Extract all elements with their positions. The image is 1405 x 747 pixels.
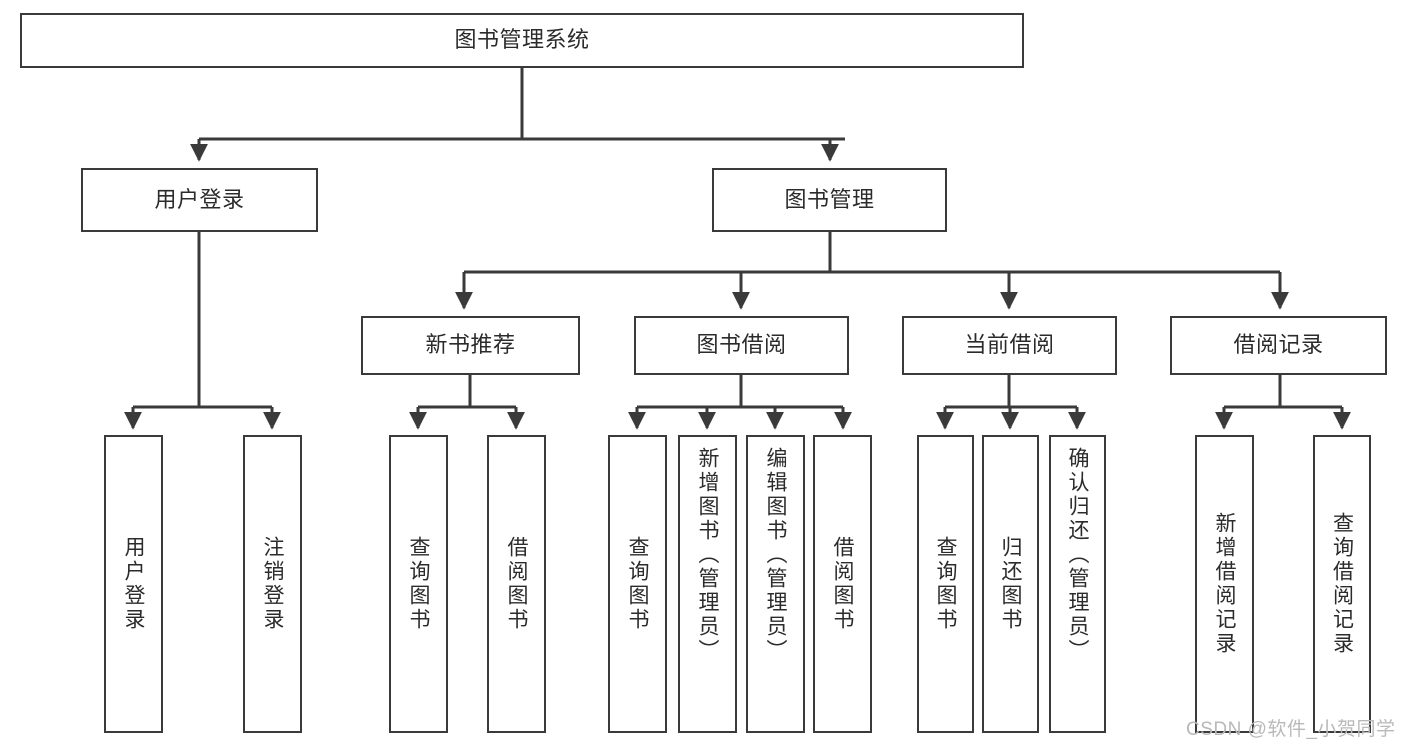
leaf-edit-book-admin[interactable]: 编辑图书（管理员） [746, 435, 805, 733]
node-label: 借阅图书 [831, 536, 854, 632]
node-root-system[interactable]: 图书管理系统 [20, 13, 1024, 68]
leaf-query-book-borrow[interactable]: 查询图书 [608, 435, 667, 733]
node-label: 新增图书（管理员） [696, 447, 719, 663]
node-user-login[interactable]: 用户登录 [81, 168, 318, 232]
leaf-add-book-admin[interactable]: 新增图书（管理员） [678, 435, 737, 733]
node-book-borrow[interactable]: 图书借阅 [634, 316, 849, 375]
leaf-borrow-book-recommend[interactable]: 借阅图书 [487, 435, 546, 733]
node-label: 查询图书 [626, 536, 649, 632]
node-current-borrow[interactable]: 当前借阅 [902, 316, 1117, 375]
node-label: 查询借阅记录 [1330, 512, 1354, 656]
node-book-management[interactable]: 图书管理 [712, 168, 947, 232]
leaf-query-borrow-record[interactable]: 查询借阅记录 [1313, 435, 1371, 733]
node-label: 新增借阅记录 [1213, 512, 1236, 656]
node-label: 图书管理系统 [454, 27, 590, 53]
node-label: 确认归还（管理员） [1066, 447, 1089, 663]
node-label: 图书管理 [784, 186, 875, 212]
leaf-logout[interactable]: 注销登录 [243, 435, 302, 733]
node-label: 查询图书 [407, 536, 430, 632]
node-label: 用户登录 [154, 186, 245, 212]
node-label: 注销登录 [261, 536, 284, 632]
leaf-borrow-book[interactable]: 借阅图书 [813, 435, 872, 733]
node-label: 用户登录 [122, 536, 145, 632]
node-label: 归还图书 [999, 536, 1022, 632]
leaf-query-book-current[interactable]: 查询图书 [917, 435, 974, 733]
leaf-confirm-return-admin[interactable]: 确认归还（管理员） [1049, 435, 1106, 733]
node-label: 查询图书 [934, 536, 957, 632]
node-borrow-record[interactable]: 借阅记录 [1170, 316, 1387, 375]
leaf-user-login[interactable]: 用户登录 [104, 435, 163, 733]
watermark: CSDN @软件_小贺同学 [1186, 719, 1396, 740]
leaf-query-book-recommend[interactable]: 查询图书 [389, 435, 448, 733]
node-label: 图书借阅 [696, 332, 787, 358]
node-label: 当前借阅 [964, 332, 1055, 358]
leaf-return-book[interactable]: 归还图书 [982, 435, 1039, 733]
leaf-add-borrow-record[interactable]: 新增借阅记录 [1195, 435, 1254, 733]
node-label: 借阅记录 [1233, 332, 1324, 358]
node-label: 借阅图书 [505, 536, 528, 632]
node-label: 新书推荐 [425, 332, 516, 358]
node-new-book-recommend[interactable]: 新书推荐 [361, 316, 580, 375]
node-label: 编辑图书（管理员） [764, 447, 787, 663]
